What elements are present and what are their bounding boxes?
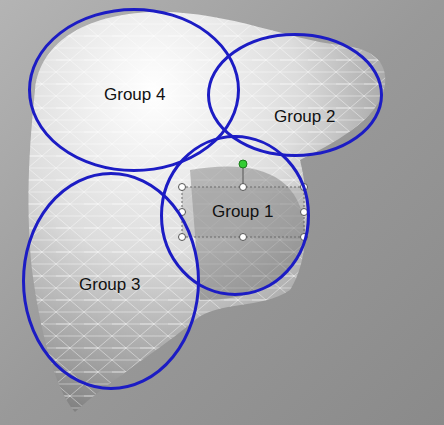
group-label: Group 4 (104, 86, 165, 105)
group-ellipse: Group 3 (22, 172, 200, 390)
group-ellipse: Group 1 (160, 135, 310, 296)
group-label: Group 2 (274, 108, 335, 127)
ellipse-outline (207, 33, 383, 157)
group-label: Group 1 (212, 203, 273, 222)
group-label: Group 3 (79, 276, 140, 295)
group-ellipse: Group 2 (207, 33, 383, 157)
